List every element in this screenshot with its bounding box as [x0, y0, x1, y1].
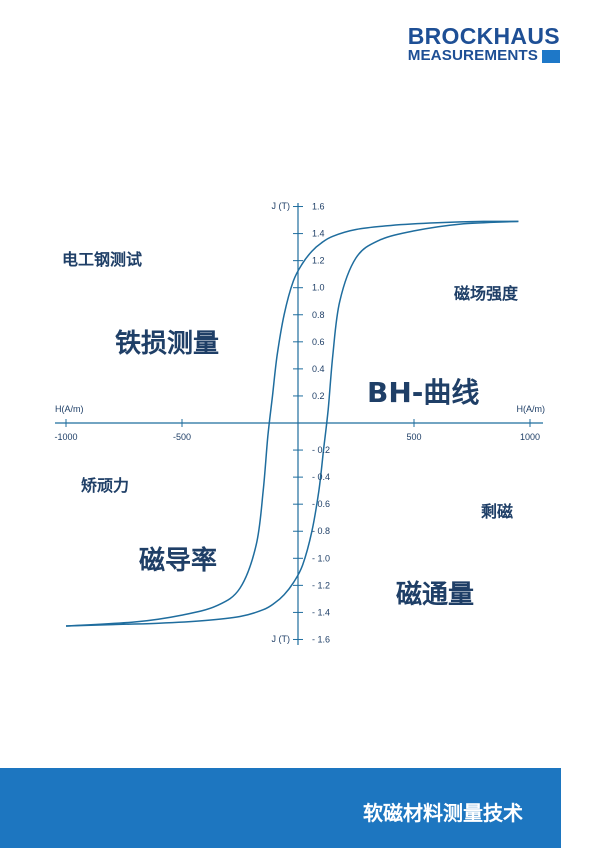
y-tick-label: 0.6 — [312, 337, 325, 347]
brand-square-icon — [542, 49, 560, 63]
keyword-flux: 磁通量 — [396, 580, 475, 610]
hysteresis-ascending-branch — [65, 220, 519, 627]
chart-curves — [65, 220, 519, 627]
x-tick-label: 500 — [406, 432, 421, 442]
y-tick-label: - 0.4 — [312, 472, 330, 482]
footer-bar: 软磁材料测量技术 — [0, 768, 561, 848]
y-axis-label-top: J (T) — [272, 201, 291, 211]
x-axis-label-left: H(A/m) — [55, 404, 84, 414]
y-tick-label: - 1.6 — [312, 634, 330, 644]
keyword-coercivity: 矫顽力 — [81, 476, 130, 495]
y-tick-label: - 0.6 — [312, 499, 330, 509]
x-tick-label: -1000 — [54, 432, 77, 442]
keyword-field-strength: 磁场强度 — [454, 284, 519, 303]
x-tick-label: -500 — [173, 432, 191, 442]
chart-labels: -1000 -500 500 1000 1.6 1.4 1.2 1.0 0.8 0.6 0.4 0.2… — [54, 201, 545, 644]
x-tick-label: 1000 — [520, 432, 540, 442]
y-tick-label: - 0.2 — [312, 445, 330, 455]
y-tick-label: 0.4 — [312, 364, 325, 374]
footer-title: 软磁材料测量技术 — [363, 801, 523, 825]
y-tick-label: - 0.8 — [312, 526, 330, 536]
y-tick-label: 0.8 — [312, 310, 325, 320]
brand-name: BROCKHAUS — [407, 23, 560, 49]
keyword-bh-curve: BH-曲线 — [367, 376, 480, 409]
y-tick-label: 1.4 — [312, 229, 325, 239]
keyword-permeability: 磁导率 — [139, 546, 218, 576]
y-tick-label: 1.2 — [312, 256, 325, 266]
brand-logo: BROCKHAUS MEASUREMENTS — [408, 24, 560, 64]
y-tick-label: - 1.0 — [312, 553, 330, 563]
y-tick-label: - 1.4 — [312, 607, 330, 617]
hysteresis-descending-branch — [65, 220, 519, 627]
x-axis-label-right: H(A/m) — [517, 404, 546, 414]
keyword-electrical-steel: 电工钢测试 — [62, 250, 143, 269]
y-axis-label-bottom: J (T) — [272, 634, 291, 644]
y-tick-label: - 1.2 — [312, 580, 330, 590]
keyword-remanence: 剩磁 — [481, 502, 514, 521]
y-tick-label: 1.0 — [312, 283, 325, 293]
y-tick-label: 1.6 — [312, 202, 325, 212]
chart-axes — [55, 203, 543, 645]
keyword-iron-loss: 铁损测量 — [115, 329, 220, 359]
y-tick-label: 0.2 — [312, 391, 325, 401]
brand-subname: MEASUREMENTS — [407, 47, 538, 64]
